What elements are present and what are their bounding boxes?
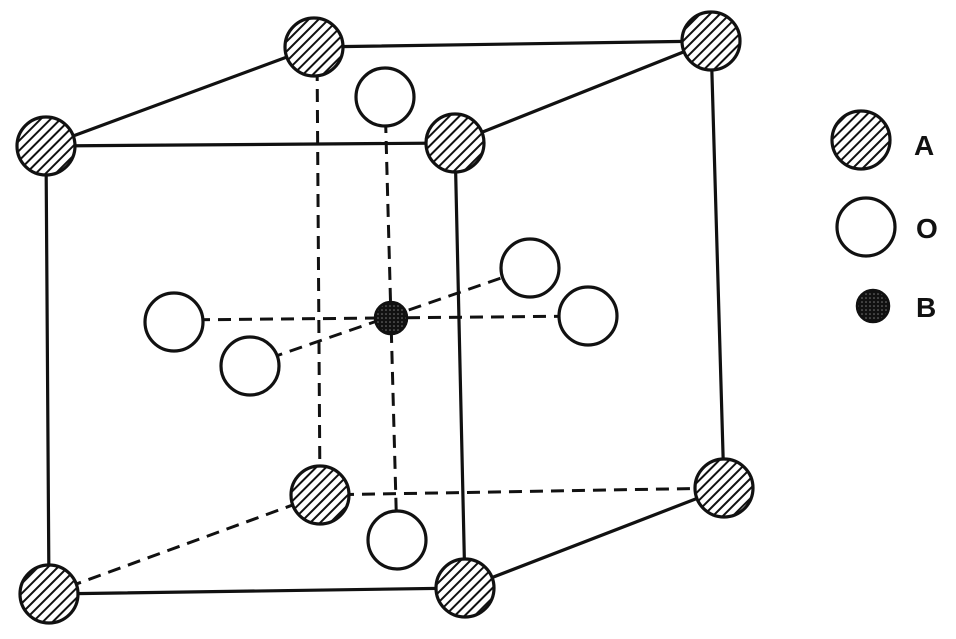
edge-front-left <box>44 144 51 596</box>
edge-front-bottom <box>47 586 467 596</box>
legend-o-swatch <box>835 196 897 258</box>
a-atom-front-bottom-right <box>434 557 496 619</box>
legend: A O B <box>830 109 938 324</box>
o-atom-front <box>219 335 281 397</box>
b-atom-center <box>373 300 409 336</box>
legend-a-swatch <box>830 109 892 171</box>
bond-horizontal <box>175 314 589 322</box>
edge-front-top <box>44 141 457 148</box>
a-atom-front-top-right <box>424 112 486 174</box>
legend-b-label: B <box>916 292 936 323</box>
edge-front-right <box>453 141 467 590</box>
visible-cube-edges <box>44 39 726 596</box>
legend-a-label: A <box>914 130 934 161</box>
edge-back-right <box>709 39 726 490</box>
hidden-cube-edges <box>48 46 725 596</box>
edge-top-right-depth <box>453 39 713 145</box>
a-atom-back-bottom-left <box>289 464 351 526</box>
legend-b-swatch <box>855 288 891 324</box>
a-atom-back-top-left <box>283 16 345 78</box>
a-atom-front-top-left <box>15 115 77 177</box>
o-atom-back <box>499 237 561 299</box>
edge-bottom-right-depth <box>463 486 726 590</box>
edge-back-left-vertical <box>315 46 322 496</box>
a-atoms <box>15 10 755 625</box>
edge-top-left-depth <box>44 45 316 148</box>
o-atom-bottom <box>366 509 428 571</box>
o-atoms <box>143 66 619 571</box>
a-atom-back-top-right <box>680 10 742 72</box>
legend-o-label: O <box>916 213 938 244</box>
o-atom-left <box>143 291 205 353</box>
a-atom-back-bottom-right <box>693 457 755 519</box>
o-atom-right <box>557 285 619 347</box>
edge-back-bottom <box>319 486 725 497</box>
edge-back-top <box>312 39 713 49</box>
edge-bottom-left-depth <box>48 493 321 596</box>
a-atom-front-bottom-left <box>18 563 80 625</box>
o-atom-top <box>354 66 416 128</box>
